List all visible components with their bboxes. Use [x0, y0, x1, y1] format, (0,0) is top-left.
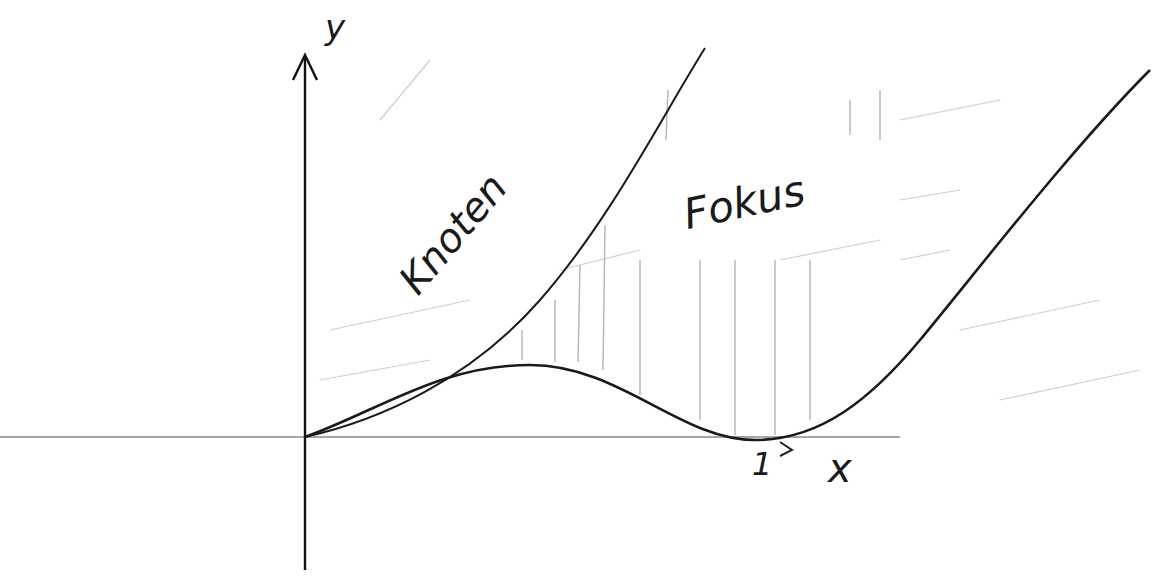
- x-axis: [0, 436, 900, 438]
- axis-label: y: [325, 10, 345, 44]
- axis-arrow: [293, 55, 317, 80]
- tick-mark: [780, 442, 792, 456]
- axis-label: 1: [752, 448, 772, 480]
- axis-label: Fokus: [680, 169, 809, 236]
- focus-boundary-curve: [305, 70, 1150, 440]
- y-axis: [304, 58, 306, 570]
- node-boundary-curve: [305, 48, 705, 437]
- axis-label: x: [828, 448, 852, 488]
- hatching: [522, 90, 880, 435]
- hatching: [320, 60, 1140, 400]
- axis-label: Knoten: [392, 166, 514, 300]
